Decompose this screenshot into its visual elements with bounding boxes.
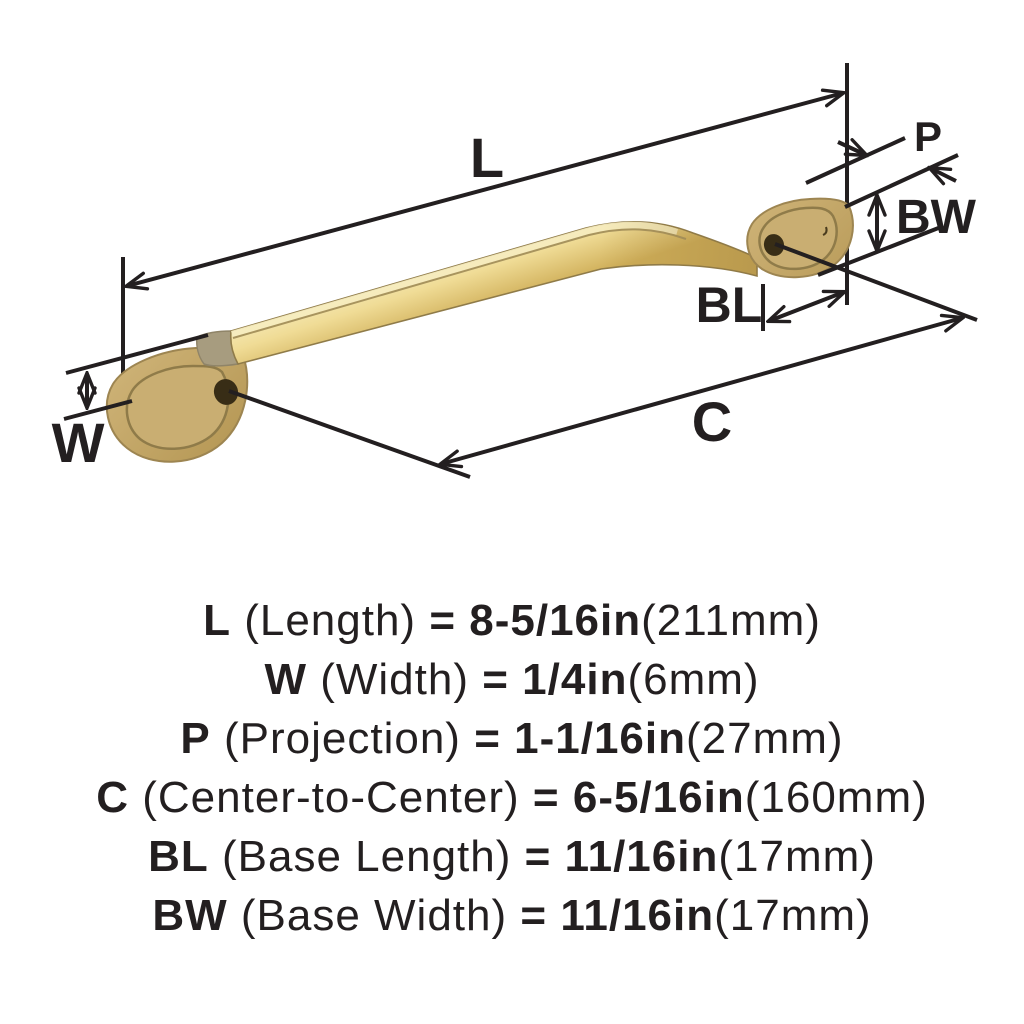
left-base	[105, 346, 249, 463]
label-p: P	[914, 113, 942, 160]
spec-abbr: L	[203, 596, 231, 645]
spec-metric: (27mm)	[686, 714, 844, 763]
p-line-outer	[805, 136, 906, 185]
spec-value: 1-1/16in	[514, 714, 687, 763]
equals-sign: =	[474, 714, 501, 763]
left-neck	[196, 330, 239, 367]
p-line-inner	[844, 153, 959, 209]
spec-abbr: BL	[148, 832, 209, 881]
left-screw-hole	[213, 379, 239, 405]
spec-metric: (17mm)	[714, 891, 872, 940]
label-c: C	[692, 390, 732, 453]
equals-sign: =	[482, 655, 509, 704]
spec-list: L (Length) = 8-5/16in(211mm) W (Width) =…	[0, 591, 1024, 945]
p-arrow-left	[837, 142, 866, 155]
spec-row-base-length: BL (Base Length) = 11/16in(17mm)	[0, 827, 1024, 886]
spec-abbr: P	[180, 714, 211, 763]
spec-value: 11/16in	[560, 891, 715, 940]
w-tangent-top	[65, 333, 209, 375]
spec-row-projection: P (Projection) = 1-1/16in(27mm)	[0, 709, 1024, 768]
dimension-diagram: L P BW BL C W	[52, 63, 978, 479]
spec-metric: (6mm)	[627, 655, 760, 704]
l-dimension-line	[127, 93, 843, 286]
spec-row-width: W (Width) = 1/4in(6mm)	[0, 650, 1024, 709]
spec-desc: (Length)	[244, 596, 417, 645]
spec-value: 6-5/16in	[572, 773, 745, 822]
c-extension-line-left	[228, 389, 471, 479]
spec-value: 11/16in	[564, 832, 719, 881]
p-arrow-right	[930, 168, 957, 181]
spec-value: 1/4in	[522, 655, 628, 704]
spec-metric: (160mm)	[744, 773, 928, 822]
c-extension-line-right	[774, 242, 978, 322]
spec-desc: (Width)	[320, 655, 469, 704]
label-l: L	[470, 126, 504, 189]
w-tangent-bottom	[63, 399, 133, 421]
equals-sign: =	[532, 773, 560, 822]
equals-sign: =	[520, 891, 548, 940]
spec-metric: (211mm)	[641, 596, 821, 645]
label-w: W	[52, 411, 105, 474]
spec-desc: (Base Width)	[240, 891, 508, 940]
spec-row-length: L (Length) = 8-5/16in(211mm)	[0, 591, 1024, 650]
equals-sign: =	[429, 596, 457, 645]
spec-metric: (17mm)	[718, 832, 876, 881]
spec-abbr: W	[264, 655, 307, 704]
bl-dimension-line	[769, 292, 844, 321]
equals-sign: =	[524, 832, 552, 881]
spec-value: 8-5/16in	[469, 596, 642, 645]
label-bl: BL	[696, 277, 763, 333]
c-dimension-line	[441, 318, 962, 464]
spec-desc: (Projection)	[224, 714, 461, 763]
spec-desc: (Base Length)	[221, 832, 512, 881]
label-bw: BW	[896, 191, 977, 244]
spec-desc: (Center-to-Center)	[142, 773, 520, 822]
spec-abbr: C	[96, 773, 130, 822]
spec-row-center-to-center: C (Center-to-Center) = 6-5/16in(160mm)	[0, 768, 1024, 827]
spec-row-base-width: BW (Base Width) = 11/16in(17mm)	[0, 886, 1024, 945]
spec-abbr: BW	[152, 891, 228, 940]
